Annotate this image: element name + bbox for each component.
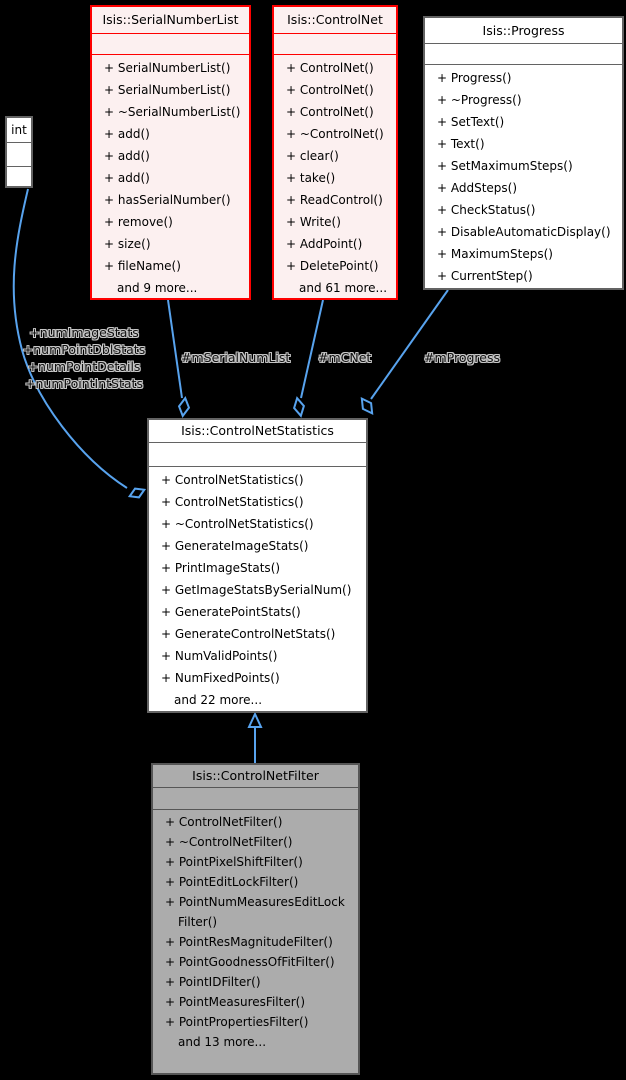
class-title[interactable]: Isis::Progress [425,18,622,44]
class-members-compartment: + ControlNetStatistics() + ControlNetStat… [149,467,366,711]
member-row: + ControlNet() [286,61,374,75]
member-row: + ControlNet() [286,105,374,119]
member-row: + ReadControl() [286,193,383,207]
member-row: + GetImageStatsBySerialNum() [161,583,352,597]
member-row: + GenerateImageStats() [161,539,309,553]
edge-label-line: +numPointIntStats [25,376,143,391]
class-attributes-compartment [153,788,358,810]
member-row: and 13 more... [178,1035,267,1049]
member-row: + PointResMagnitudeFilter() [165,935,333,949]
member-row: + PointGoodnessOfFitFilter() [165,955,335,969]
class-title: int [7,118,31,143]
member-row: + NumFixedPoints() [161,671,280,685]
member-row: + take() [286,171,336,185]
class-members-compartment: + ControlNetFilter() + ~ControlNetFilter(… [153,810,358,1073]
aggregation-edge-serialnumlist [167,299,183,399]
member-row: + ControlNetFilter() [165,815,283,829]
aggregation-edge-cnet [300,299,324,399]
member-row: + ~ControlNetStatistics() [161,517,314,531]
member-row: + fileName() [104,259,181,273]
member-row: + GenerateControlNetStats() [161,627,336,641]
member-row: + Write() [286,215,341,229]
member-row: + ControlNet() [286,83,374,97]
member-row: + size() [104,237,151,251]
member-row: + CurrentStep() [437,269,533,283]
member-row: + Progress() [437,71,512,85]
member-row: + PointPropertiesFilter() [165,1015,309,1029]
class-title[interactable]: Isis::SerialNumberList [92,7,249,34]
class-box-serialnumberlist[interactable]: Isis::SerialNumberList + SerialNumberLis… [90,5,251,300]
member-row: + NumValidPoints() [161,649,278,663]
class-members-compartment: + SerialNumberList() + SerialNumberList()… [92,55,249,298]
inheritance-arrowhead [247,711,263,728]
edge-label-line: +numPointDblStats [22,342,146,357]
edge-label-int-aggregation: +numImageStats +numPointDblStats +numPoi… [8,324,160,392]
member-row: and 9 more... [117,281,198,295]
class-title: Isis::ControlNetFilter [153,765,358,788]
edge-label-line: +numImageStats [29,325,139,340]
edge-label-mcnet: #mCNet [318,350,372,365]
member-row: + CheckStatus() [437,203,536,217]
class-box-progress[interactable]: Isis::Progress + Progress()+ ~Progress()… [423,16,624,290]
member-row: + SetText() [437,115,505,129]
class-attributes-compartment [92,34,249,55]
class-attributes-compartment [425,44,622,65]
member-row: + ~SerialNumberList() [104,105,241,119]
member-row: + add() [104,149,150,163]
member-row: + clear() [286,149,339,163]
member-row: + AddPoint() [286,237,363,251]
edge-label-line: +numPointDetails [27,359,141,374]
class-box-controlnetstatistics[interactable]: Isis::ControlNetStatistics + ControlNetS… [147,418,368,713]
aggregation-diamond-int [127,487,147,499]
member-row: + ~ControlNetFilter() [165,835,293,849]
class-box-controlnetfilter[interactable]: Isis::ControlNetFilter + ControlNetFilte… [151,763,360,1075]
member-row: + ~Progress() [437,93,522,107]
member-row: + ControlNetStatistics() [161,473,304,487]
member-row: + AddSteps() [437,181,518,195]
member-row: + Text() [437,137,485,151]
member-row: + PointPixelShiftFilter() [165,855,303,869]
member-row: + SetMaximumSteps() [437,159,573,173]
member-row: + PrintImageStats() [161,561,281,575]
class-box-int[interactable]: int [5,116,33,188]
aggregation-diamond-cnet [292,396,306,418]
member-row: + DeletePoint() [286,259,379,273]
member-row: + SerialNumberList() [104,61,231,75]
aggregation-diamond-serialnumlist [177,396,191,418]
member-row: + add() [104,127,150,141]
member-row: + PointNumMeasuresEditLock Filter() [165,895,345,929]
member-row: + add() [104,171,150,185]
edge-label-mprogress: #mProgress [424,350,500,365]
member-row: + SerialNumberList() [104,83,231,97]
member-row: + GeneratePointStats() [161,605,301,619]
member-row: + remove() [104,215,173,229]
class-members-compartment: + Progress() + ~Progress() + SetText() + Te… [425,65,622,288]
member-row: + PointEditLockFilter() [165,875,299,889]
class-box-controlnet[interactable]: Isis::ControlNet + ControlNet()+ Control… [272,5,398,300]
class-attributes-compartment [274,34,396,55]
member-row: and 22 more... [174,693,263,707]
class-title[interactable]: Isis::ControlNetStatistics [149,420,366,443]
class-members-compartment: + ControlNet() + ControlNet() + ControlNet… [274,55,396,298]
class-attributes-compartment [7,143,31,167]
member-row: + DisableAutomaticDisplay() [437,225,611,239]
edge-label-mserialnumlist: #mSerialNumList [181,350,291,365]
class-members-compartment [7,167,31,186]
member-row: + ControlNetStatistics() [161,495,304,509]
member-row: + PointIDFilter() [165,975,261,989]
aggregation-edge-progress [370,289,449,400]
member-row: + ~ControlNet() [286,127,384,141]
member-row: + hasSerialNumber() [104,193,231,207]
member-row: and 61 more... [299,281,388,295]
member-row: + PointMeasuresFilter() [165,995,305,1009]
aggregation-diamond-progress [360,396,374,416]
class-title[interactable]: Isis::ControlNet [274,7,396,34]
member-row: + MaximumSteps() [437,247,553,261]
class-attributes-compartment [149,443,366,467]
